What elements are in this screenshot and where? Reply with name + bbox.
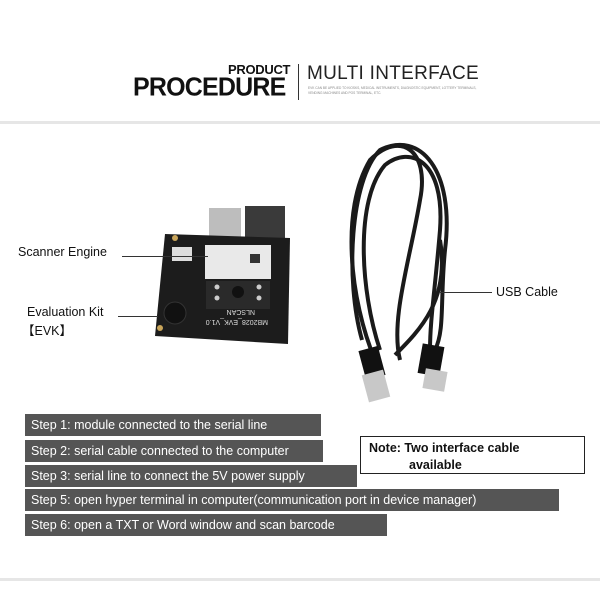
content-frame <box>0 121 600 581</box>
step-5: Step 5: open hyper terminal in computer(… <box>25 489 559 511</box>
pointer-line-scanner <box>122 256 208 257</box>
step-6: Step 6: open a TXT or Word window and sc… <box>25 514 387 536</box>
label-scanner-engine: Scanner Engine <box>18 245 107 259</box>
header-procedure: PROCEDURE <box>133 72 286 102</box>
header-product: PRODUCT <box>228 62 291 77</box>
evk-board-image: MB2028_EVK_V1.0 NLSCAN <box>155 206 290 344</box>
pointer-line-evk <box>118 316 158 317</box>
label-evk: Evaluation Kit <box>27 305 104 319</box>
svg-text:NLSCAN: NLSCAN <box>227 308 255 315</box>
usb-connectors <box>358 343 448 403</box>
label-usb-cable: USB Cable <box>496 285 558 299</box>
note-line-2: available <box>409 458 462 472</box>
step-2: Step 2: serial cable connected to the co… <box>25 440 323 462</box>
pointer-line-usb <box>440 292 492 293</box>
note-line-1: Note: Two interface cable <box>369 441 520 455</box>
header-subtitle: EVK CAN BE APPLIED TO KIOSKS, MEDICAL IN… <box>308 86 477 95</box>
header-divider <box>298 64 299 100</box>
label-evk-abbr: 【EVK】 <box>22 324 73 338</box>
note-box: Note: Two interface cable available <box>360 436 585 474</box>
step-3: Step 3: serial line to connect the 5V po… <box>25 465 357 487</box>
header-title: MULTI INTERFACE <box>307 63 479 84</box>
usb-cable-image <box>349 143 449 361</box>
step-1: Step 1: module connected to the serial l… <box>25 414 321 436</box>
svg-text:MB2028_EVK_V1.0: MB2028_EVK_V1.0 <box>206 318 268 325</box>
